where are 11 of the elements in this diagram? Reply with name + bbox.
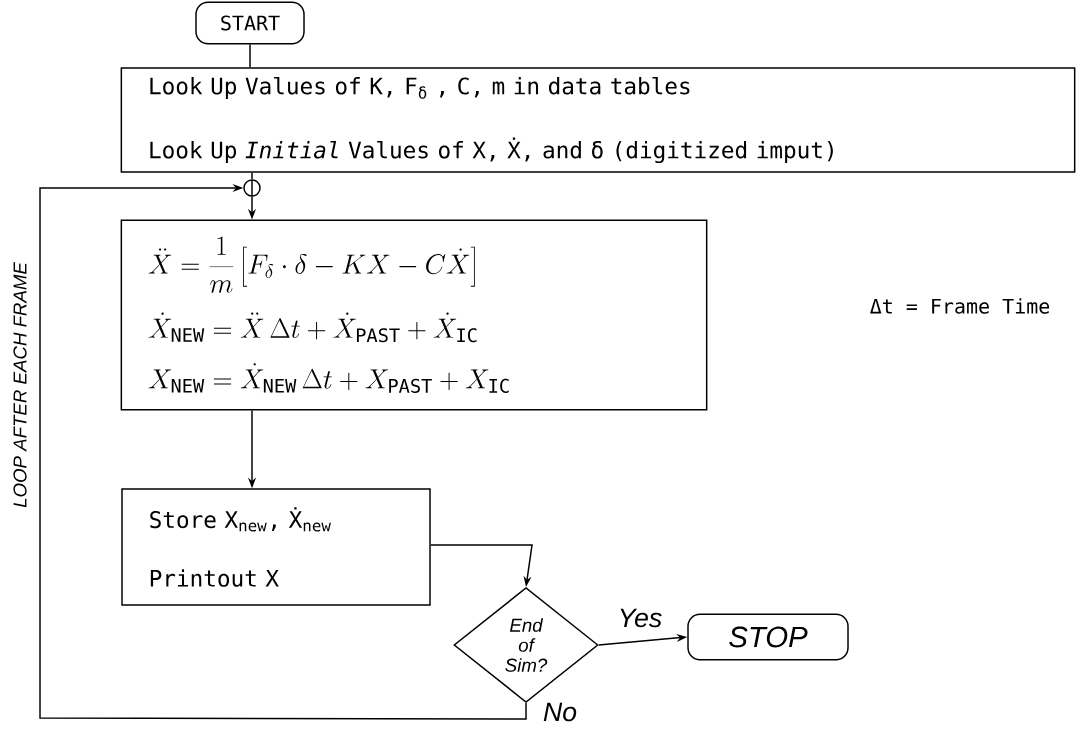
stop-terminal: STOP (687, 613, 849, 661)
edge-label: No (541, 701, 579, 723)
note: Δt = Frame Time (870, 298, 1050, 314)
process-box: Look Up Values of K, F$_{δ}$ , C, m in data tables Look Up Initial Values of X, Ẋ, and δ (digitized imput) (120, 67, 1076, 173)
process-box: Store X$_{new}$, Ẋ$_{new}$ Printout X (121, 488, 431, 606)
equation-box: $\ddot{X} = \frac{1}{m}\left[F_{\delta}\cdot\delta - KX - C\dot{X}\right]$ $\dot{X}_{\mathrm{NEW}} = \ddot{X}\,\Delta t + \dot{X}_{\mathrm{PAST}} + \dot{X}_{\mathrm{IC}}$ $X_{\mathrm{NEW}} = \dot{X}_{\mathrm{NEW}}\,\Delta t + X_{\mathrm{PAST}} + X_{\mathrm{IC}}$ (120, 219, 708, 411)
junction-circle (243, 179, 261, 197)
start-terminal: START (195, 1, 305, 45)
loop-note: LOOP AFTER EACH FRAME (12, 260, 28, 510)
arrow (39, 183, 527, 720)
edge-label: Yes (616, 607, 664, 629)
